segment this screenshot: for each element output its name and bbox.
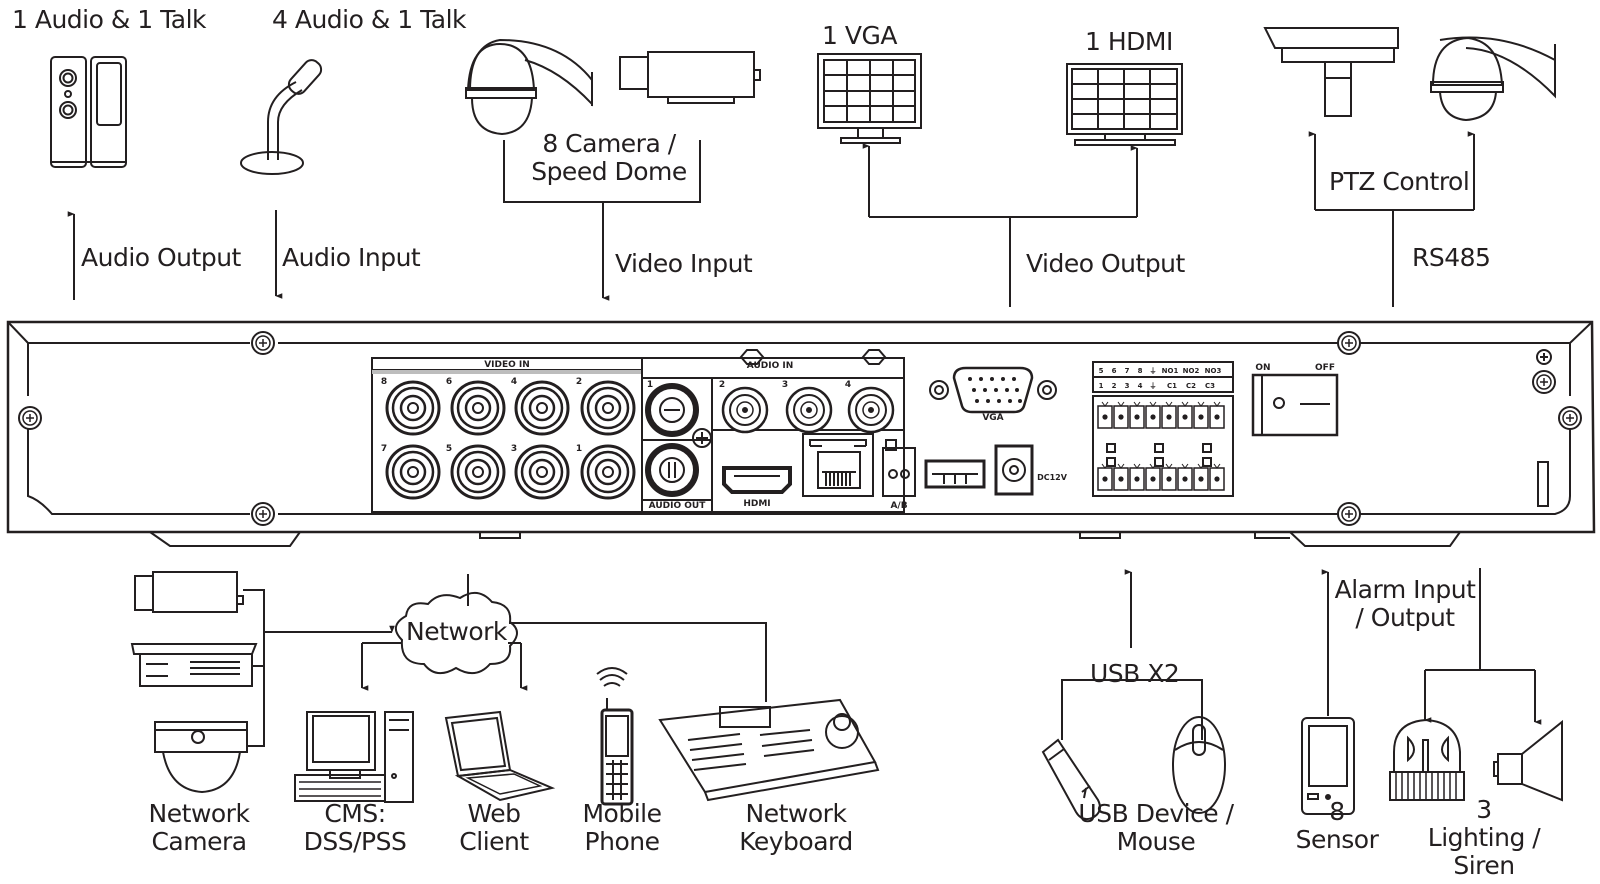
video-input-label: Video Input	[615, 249, 753, 278]
video-port-number: 8	[381, 377, 387, 387]
mobile-phone-icon	[596, 667, 634, 806]
audio-in-port-numbers: 1 2 3 4	[647, 380, 851, 390]
alarm-label: 2	[1112, 382, 1117, 390]
alarm-label: C2	[1186, 382, 1196, 390]
sensor-label: 8 Sensor	[1295, 797, 1379, 854]
web-client-laptop-icon	[444, 710, 556, 802]
audio-output-label: Audio Output	[81, 243, 241, 272]
video-port-number: 2	[576, 377, 582, 387]
rs485-port-label: A/B	[890, 501, 907, 511]
audio-output-devices-label: 1 Audio & 1 Talk	[12, 5, 207, 34]
alarm-label: NO1	[1162, 367, 1179, 375]
warning-light-icon	[1389, 718, 1465, 801]
alarm-label: 4	[1138, 382, 1143, 390]
ptz-control-label: PTZ Control	[1329, 167, 1470, 196]
alarm-label: 6	[1112, 367, 1117, 375]
audio-port-number: 1	[647, 380, 653, 390]
audio-port-number: 2	[719, 380, 725, 390]
alarm-label: NO2	[1183, 367, 1200, 375]
alarm-terminal-labels: 5 6 7 8 ⏚ NO1 NO2 NO3 1 2 3 4 ⏚ C1 C2 C3	[1099, 367, 1222, 390]
alarm-label: C1	[1167, 382, 1177, 390]
siren-speaker-icon	[1493, 719, 1563, 802]
network-box-camera-icon	[134, 571, 244, 613]
switch-on-label: ON	[1255, 363, 1270, 373]
mouse-icon	[1172, 716, 1226, 814]
video-port-number: 5	[446, 444, 452, 454]
audio-input-devices-label: 4 Audio & 1 Talk	[272, 5, 467, 34]
dvr-rear-panel	[6, 320, 1596, 547]
alarm-io-label: Alarm Input / Output	[1334, 575, 1476, 632]
power-port-label: DC12V	[1037, 473, 1068, 482]
alarm-label: 1	[1099, 382, 1104, 390]
video-port-number: 7	[381, 444, 387, 454]
video-port-number: 3	[511, 444, 517, 454]
alarm-label: 8	[1138, 367, 1143, 375]
vga-monitor-icon	[817, 53, 922, 144]
lighting-siren-label: 3 Lighting / Siren	[1427, 795, 1541, 880]
mobile-phone-label: Mobile Phone	[582, 799, 662, 856]
microphone-icon	[240, 59, 323, 175]
box-camera-icon	[619, 51, 761, 104]
video-in-label: VIDEO IN	[484, 360, 530, 370]
alarm-label: 7	[1125, 367, 1130, 375]
alarm-label: ⏚	[1150, 382, 1157, 390]
alarm-label: C3	[1205, 382, 1215, 390]
usb-x2-label: USB X2	[1090, 659, 1180, 688]
video-port-number: 1	[576, 444, 582, 454]
network-camera-bus	[243, 589, 265, 747]
alarm-label: 3	[1125, 382, 1130, 390]
network-label: Network	[406, 617, 507, 646]
cms-computer-icon	[294, 711, 414, 803]
audio-input-label: Audio Input	[282, 243, 421, 272]
video-port-number: 4	[511, 377, 517, 387]
usb-flash-drive-icon	[1041, 738, 1101, 821]
video-in-port-numbers: 8 6 4 2 7 5 3 1	[381, 377, 582, 454]
video-output-label: Video Output	[1026, 249, 1185, 278]
audio-port-number: 4	[845, 380, 851, 390]
network-camera-label: Network Camera	[148, 799, 250, 856]
alarm-label: NO3	[1205, 367, 1222, 375]
speaker-icon	[50, 56, 127, 168]
alarm-label: ⏚	[1150, 367, 1157, 375]
switch-off-label: OFF	[1315, 363, 1335, 373]
audio-in-label: AUDIO IN	[747, 361, 793, 371]
rs485-label: RS485	[1412, 243, 1491, 272]
ptz-camera-icon	[1263, 27, 1399, 117]
vga-port-label: VGA	[982, 413, 1003, 423]
sensor-icon	[1301, 717, 1355, 815]
alarm-label: 5	[1099, 367, 1104, 375]
audio-port-number: 3	[782, 380, 788, 390]
speed-dome-icon	[465, 38, 593, 136]
network-keyboard-icon	[658, 698, 880, 802]
web-client-label: Web Client	[459, 799, 529, 856]
network-dome-camera-icon	[154, 721, 248, 794]
camera-label: 8 Camera / Speed Dome	[531, 129, 687, 186]
video-port-number: 6	[446, 377, 452, 387]
network-bullet-camera-icon	[130, 643, 258, 687]
usb-devices-label: USB Device / Mouse	[1078, 799, 1234, 856]
vga-monitor-label: 1 VGA	[822, 21, 897, 50]
usb-bracket-line	[1061, 679, 1203, 740]
hdmi-monitor-label: 1 HDMI	[1085, 27, 1173, 56]
hdmi-port-label: HDMI	[743, 499, 770, 509]
ptz-dome-icon	[1430, 36, 1556, 122]
audio-out-label: AUDIO OUT	[649, 501, 707, 511]
rs485-line	[1315, 209, 1474, 307]
hdmi-monitor-icon	[1066, 63, 1183, 146]
network-keyboard-label: Network Keyboard	[739, 799, 853, 856]
cms-label: CMS: DSS/PSS	[303, 799, 407, 856]
